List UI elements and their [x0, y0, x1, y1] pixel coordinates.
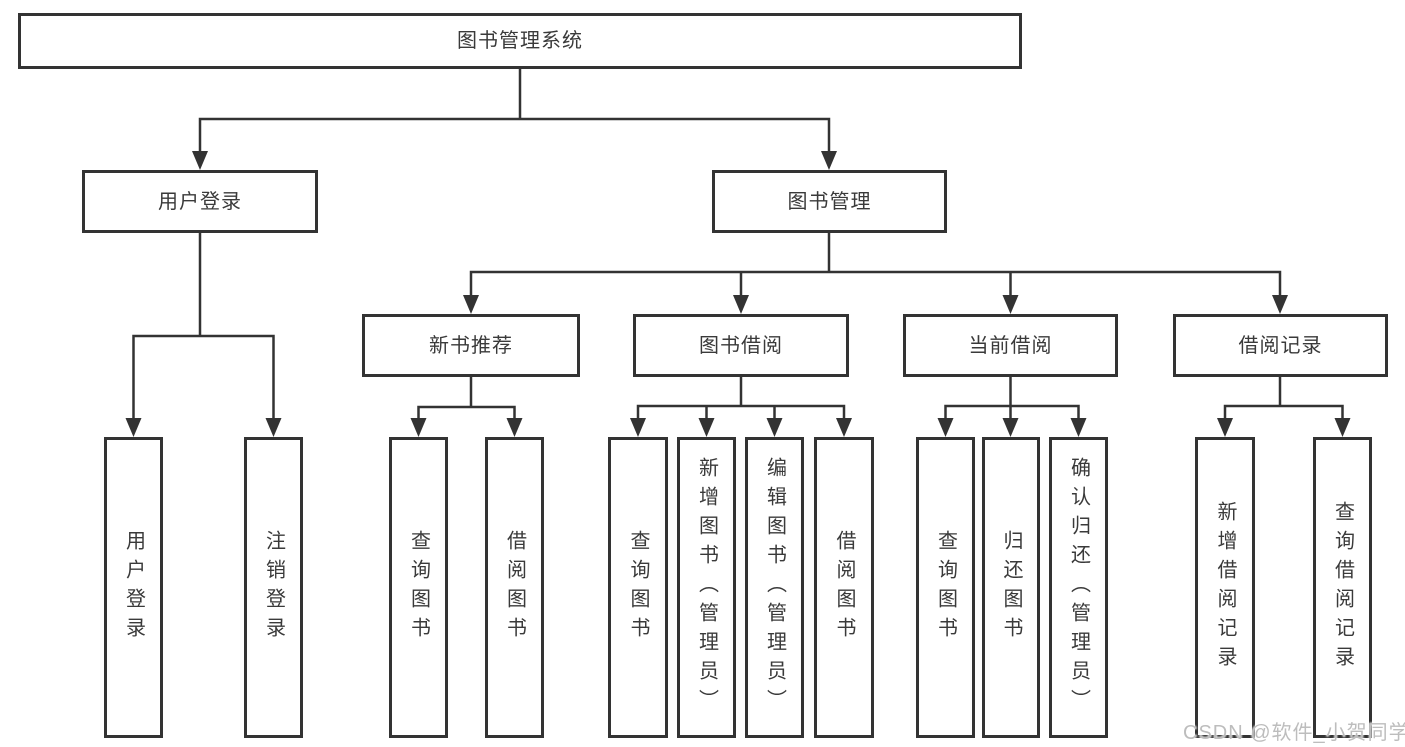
node-label: 图书借阅 [699, 334, 783, 357]
arrowhead [733, 295, 749, 314]
leaf-query-books-newbook: 查询图书 [389, 437, 448, 738]
arrowhead [1217, 418, 1233, 437]
arrowhead [192, 151, 208, 170]
leaf-user-login: 用户登录 [104, 437, 163, 738]
arrowhead [937, 418, 954, 437]
leaf-borrow-books: 借阅图书 [814, 437, 874, 738]
node-label: 新增借阅记录 [1214, 500, 1236, 675]
leaf-edit-books-admin: 编辑图书（管理员） [745, 437, 804, 738]
arrowhead [463, 295, 479, 314]
node-label: 归还图书 [1000, 529, 1022, 646]
arrowhead [1002, 295, 1019, 314]
leaf-query-borrow-record: 查询借阅记录 [1313, 437, 1372, 738]
node-label: 查询借阅记录 [1331, 500, 1354, 675]
arrowhead [1272, 295, 1288, 314]
leaf-add-borrow-record: 新增借阅记录 [1195, 437, 1255, 738]
node-label: 用户登录 [158, 190, 242, 213]
leaf-confirm-return-admin: 确认归还（管理员） [1049, 437, 1108, 738]
node-new-book-recommend: 新书推荐 [362, 314, 580, 377]
leaf-query-books-borrow: 查询图书 [608, 437, 668, 738]
node-book-management: 图书管理 [712, 170, 947, 233]
node-current-borrow: 当前借阅 [903, 314, 1118, 377]
node-label: 确认归还（管理员） [1067, 457, 1090, 718]
connector-borrow-to-leaves [636, 375, 846, 422]
node-label: 注销登录 [262, 529, 285, 646]
arrowhead [836, 418, 852, 437]
arrowhead [1334, 418, 1351, 437]
arrowhead [630, 418, 646, 437]
node-book-borrow: 图书借阅 [633, 314, 849, 377]
node-label: 当前借阅 [968, 334, 1053, 357]
node-label: 借阅图书 [503, 529, 526, 646]
node-label: 查询图书 [627, 529, 649, 646]
arrowhead [698, 418, 715, 437]
connector-userlogin-to-leaves [132, 231, 275, 422]
arrowhead [1070, 418, 1087, 437]
arrowhead [506, 418, 523, 437]
csdn-watermark: CSDN @软件_小贺同学 [1183, 722, 1405, 744]
arrowhead [265, 418, 282, 437]
arrowheads [125, 151, 1351, 437]
node-label: 编辑图书（管理员） [763, 457, 786, 718]
node-label: 查询图书 [934, 529, 957, 646]
leaf-borrow-books-newbook: 借阅图书 [485, 437, 544, 738]
node-label: 用户登录 [122, 529, 145, 646]
node-user-login: 用户登录 [82, 170, 318, 233]
node-label: 查询图书 [407, 529, 430, 646]
connector-newbook-to-leaves [417, 375, 516, 422]
node-label: 借阅记录 [1238, 334, 1323, 357]
arrowhead [410, 418, 427, 437]
leaf-return-books: 归还图书 [982, 437, 1040, 738]
arrowhead [821, 151, 837, 170]
connector-bookmgmt-to-level3 [469, 231, 1282, 299]
arrowhead [125, 418, 142, 437]
connector-record-to-leaves [1223, 375, 1344, 422]
node-label: 借阅图书 [833, 529, 855, 646]
node-label: 新增图书（管理员） [695, 457, 718, 718]
connector-current-to-leaves [944, 375, 1080, 422]
node-borrow-records: 借阅记录 [1173, 314, 1388, 377]
connector-root-to-level2 [198, 67, 831, 155]
leaf-query-books-current: 查询图书 [916, 437, 975, 738]
node-label: 图书管理 [787, 190, 872, 213]
node-label: 新书推荐 [429, 334, 513, 357]
arrowhead [766, 418, 783, 437]
arrowhead [1002, 418, 1019, 437]
node-library-system: 图书管理系统 [18, 13, 1022, 69]
leaf-add-books-admin: 新增图书（管理员） [677, 437, 736, 738]
node-label: 图书管理系统 [457, 30, 583, 52]
leaf-logout: 注销登录 [244, 437, 303, 738]
